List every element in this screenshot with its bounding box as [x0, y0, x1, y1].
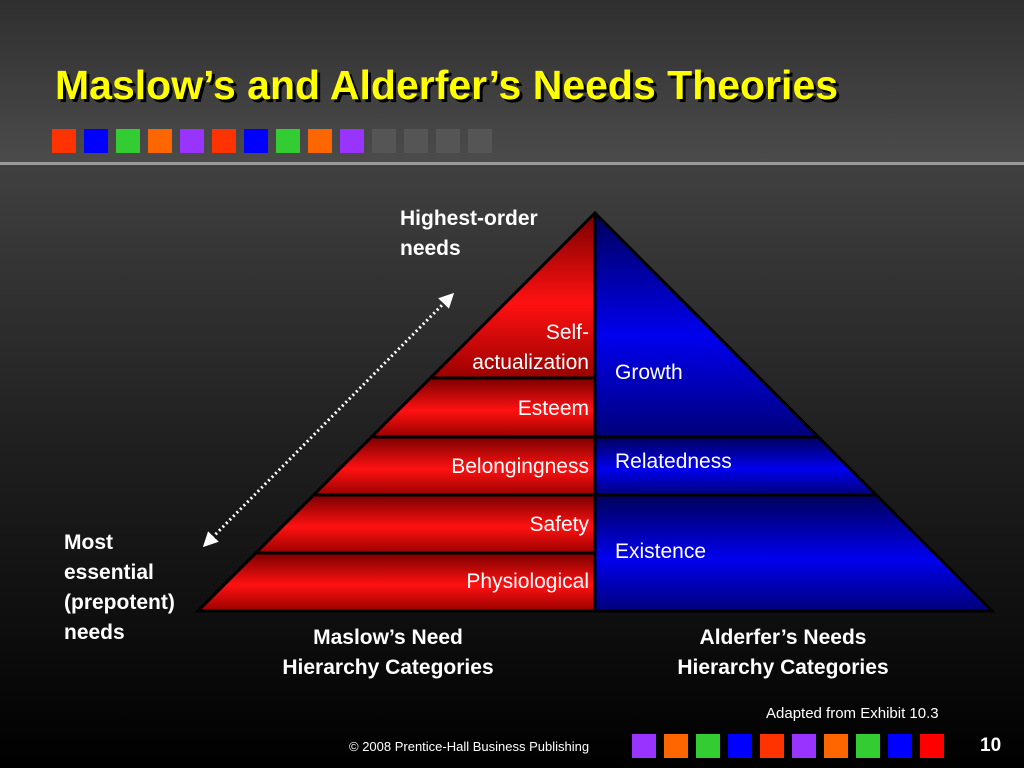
copyright-text: © 2008 Prentice-Hall Business Publishing: [349, 739, 590, 754]
label-physiological: Physiological: [466, 570, 589, 593]
color-square: [792, 734, 816, 758]
most-essential-label: Most essential (prepotent) needs: [64, 528, 175, 648]
color-square: [760, 734, 784, 758]
highest-order-line1: Highest-order: [400, 207, 538, 230]
color-square: [468, 129, 492, 153]
page-number: 10: [980, 735, 1002, 756]
label-existence: Existence: [615, 540, 707, 563]
double-arrow-icon: [202, 292, 455, 548]
highest-order-line2: needs: [400, 237, 461, 260]
most-essential-line3: (prepotent): [64, 591, 175, 614]
label-safety: Safety: [529, 513, 589, 536]
color-square: [148, 129, 172, 153]
color-square: [920, 734, 944, 758]
band-physiological: [198, 553, 595, 611]
color-square: [308, 129, 332, 153]
color-square: [824, 734, 848, 758]
color-square: [244, 129, 268, 153]
maslow-caption: Maslow’s Need Hierarchy Categories: [238, 623, 538, 683]
slide-title: Maslow’s and Alderfer’s Needs Theories: [55, 62, 839, 108]
most-essential-line4: needs: [64, 621, 125, 644]
most-essential-line1: Most: [64, 531, 113, 554]
self-actualization-line2: actualization: [472, 351, 589, 374]
maslow-caption-line1: Maslow’s Need: [313, 626, 463, 649]
color-square: [664, 734, 688, 758]
band-relatedness: [595, 437, 875, 495]
color-square: [728, 734, 752, 758]
color-square: [84, 129, 108, 153]
color-square: [180, 129, 204, 153]
label-belongingness: Belongingness: [451, 455, 589, 478]
most-essential-line2: essential: [64, 561, 154, 584]
color-square: [436, 129, 460, 153]
color-square: [404, 129, 428, 153]
alderfer-caption-line2: Hierarchy Categories: [677, 656, 889, 679]
color-square: [372, 129, 396, 153]
label-growth: Growth: [615, 361, 683, 384]
color-square: [696, 734, 720, 758]
top-color-squares: [52, 129, 492, 153]
bottom-color-squares: [632, 734, 944, 758]
source-note: Adapted from Exhibit 10.3: [766, 705, 939, 722]
band-existence: [595, 495, 992, 611]
color-square: [632, 734, 656, 758]
color-square: [276, 129, 300, 153]
color-square: [888, 734, 912, 758]
maslow-caption-line2: Hierarchy Categories: [282, 656, 494, 679]
color-square: [116, 129, 140, 153]
highest-order-label: Highest-order needs: [400, 204, 538, 264]
label-esteem: Esteem: [517, 397, 589, 420]
self-actualization-line1: Self-: [545, 321, 589, 344]
color-square: [212, 129, 236, 153]
alderfer-caption-line1: Alderfer’s Needs: [699, 626, 867, 649]
label-relatedness: Relatedness: [615, 450, 732, 473]
color-square: [52, 129, 76, 153]
alderfer-caption: Alderfer’s Needs Hierarchy Categories: [633, 623, 933, 683]
label-self-actualization: Self- actualization: [472, 318, 589, 378]
color-square: [856, 734, 880, 758]
color-square: [340, 129, 364, 153]
